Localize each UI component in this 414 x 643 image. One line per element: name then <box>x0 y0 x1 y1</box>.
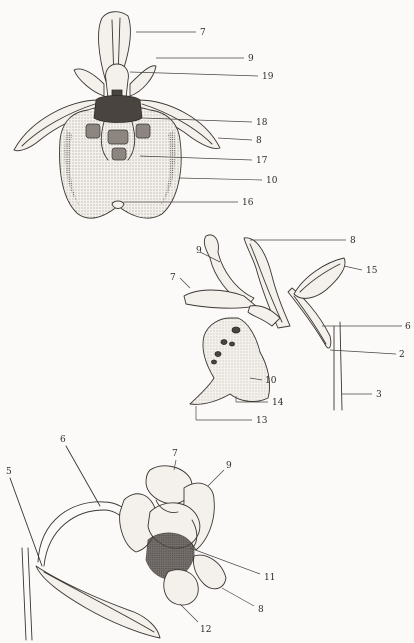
label-12-bottom: 12 <box>200 625 211 635</box>
label-16-front: 16 <box>242 198 254 208</box>
label-18-front: 18 <box>256 118 268 128</box>
label-7-front: 7 <box>200 28 206 38</box>
label-7-side: 7 <box>170 273 176 283</box>
label-8-bottom: 8 <box>258 605 264 615</box>
bottom-view-flower <box>10 446 226 640</box>
label-9-side: 9 <box>196 246 202 256</box>
leaf <box>36 566 160 638</box>
label-6-bottom: 6 <box>60 435 66 445</box>
label-9-front: 9 <box>248 54 254 64</box>
front-view-labels: 7 9 19 18 8 17 10 16 <box>200 28 278 208</box>
petal-right <box>130 66 156 96</box>
bract-arc <box>38 502 130 562</box>
label-8-front: 8 <box>256 136 262 146</box>
stem-left <box>22 548 32 640</box>
label-19-front: 19 <box>262 72 274 82</box>
label-11-bottom: 11 <box>264 573 275 583</box>
label-14-side: 14 <box>272 398 284 408</box>
basal-field-right <box>136 124 150 138</box>
label-15-side: 15 <box>366 266 378 276</box>
label-6-side: 6 <box>405 322 411 332</box>
label-17-front: 17 <box>256 156 268 166</box>
label-2-side: 2 <box>399 350 405 360</box>
label-10-front: 10 <box>266 176 278 186</box>
label-7-bottom: 7 <box>172 449 178 459</box>
bract <box>294 258 345 298</box>
front-view-flower <box>14 12 220 218</box>
basal-field-left <box>86 124 100 138</box>
label-3-side: 3 <box>376 390 382 400</box>
appendage <box>112 201 124 209</box>
label-13-side: 13 <box>256 416 268 426</box>
petal-left <box>74 69 104 96</box>
lower-lobe <box>164 570 198 605</box>
side-lobe <box>193 555 226 589</box>
label-5-bottom: 5 <box>6 467 12 477</box>
label-10-side: 10 <box>265 376 277 386</box>
speculum <box>94 96 142 123</box>
label-8-side: 8 <box>350 236 356 246</box>
label-9-bottom: 9 <box>226 461 232 471</box>
stem <box>334 322 342 410</box>
